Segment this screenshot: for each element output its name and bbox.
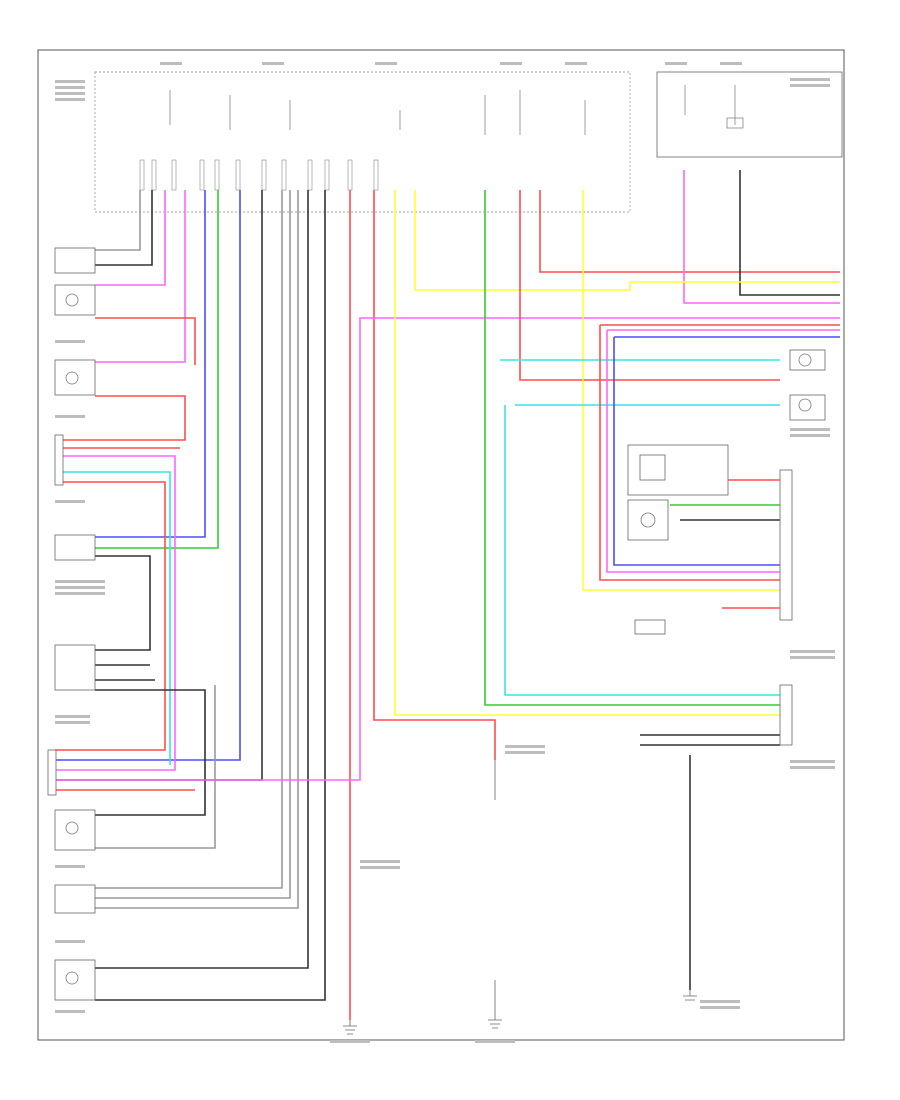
diagram-frame (37, 49, 845, 1041)
lamp-icon (54, 359, 96, 396)
connector-icon (779, 684, 793, 746)
left-components (47, 247, 96, 1001)
connector-icon (54, 884, 96, 914)
wire-bundle-left (55, 190, 496, 1020)
wire-bundle-right (394, 170, 840, 990)
passenger-junction-block (656, 71, 843, 158)
switch-icon (634, 619, 666, 635)
connector-icon (47, 749, 57, 796)
bottom-grounds (343, 760, 697, 1035)
lamp-icon (54, 284, 96, 316)
connector-icon (779, 469, 793, 621)
lamp-icon (627, 499, 669, 541)
connector-icon (54, 434, 64, 486)
lamp-icon (789, 349, 826, 371)
right-components (627, 349, 826, 746)
lamp-icon (54, 959, 96, 1001)
label-placeholders (55, 62, 835, 1043)
ground-icon (488, 1019, 502, 1029)
lamp-icon (54, 809, 96, 851)
switch-icon (54, 534, 96, 561)
fuse-group (169, 85, 744, 135)
wire-left-devices (55, 317, 840, 849)
ground-icon (683, 990, 697, 1001)
connector-icon (54, 247, 96, 274)
junction-connector-pins (139, 159, 379, 191)
junction-block (94, 71, 631, 213)
module-icon (54, 644, 96, 691)
lamp-icon (789, 394, 826, 421)
ground-icon (343, 1020, 357, 1035)
